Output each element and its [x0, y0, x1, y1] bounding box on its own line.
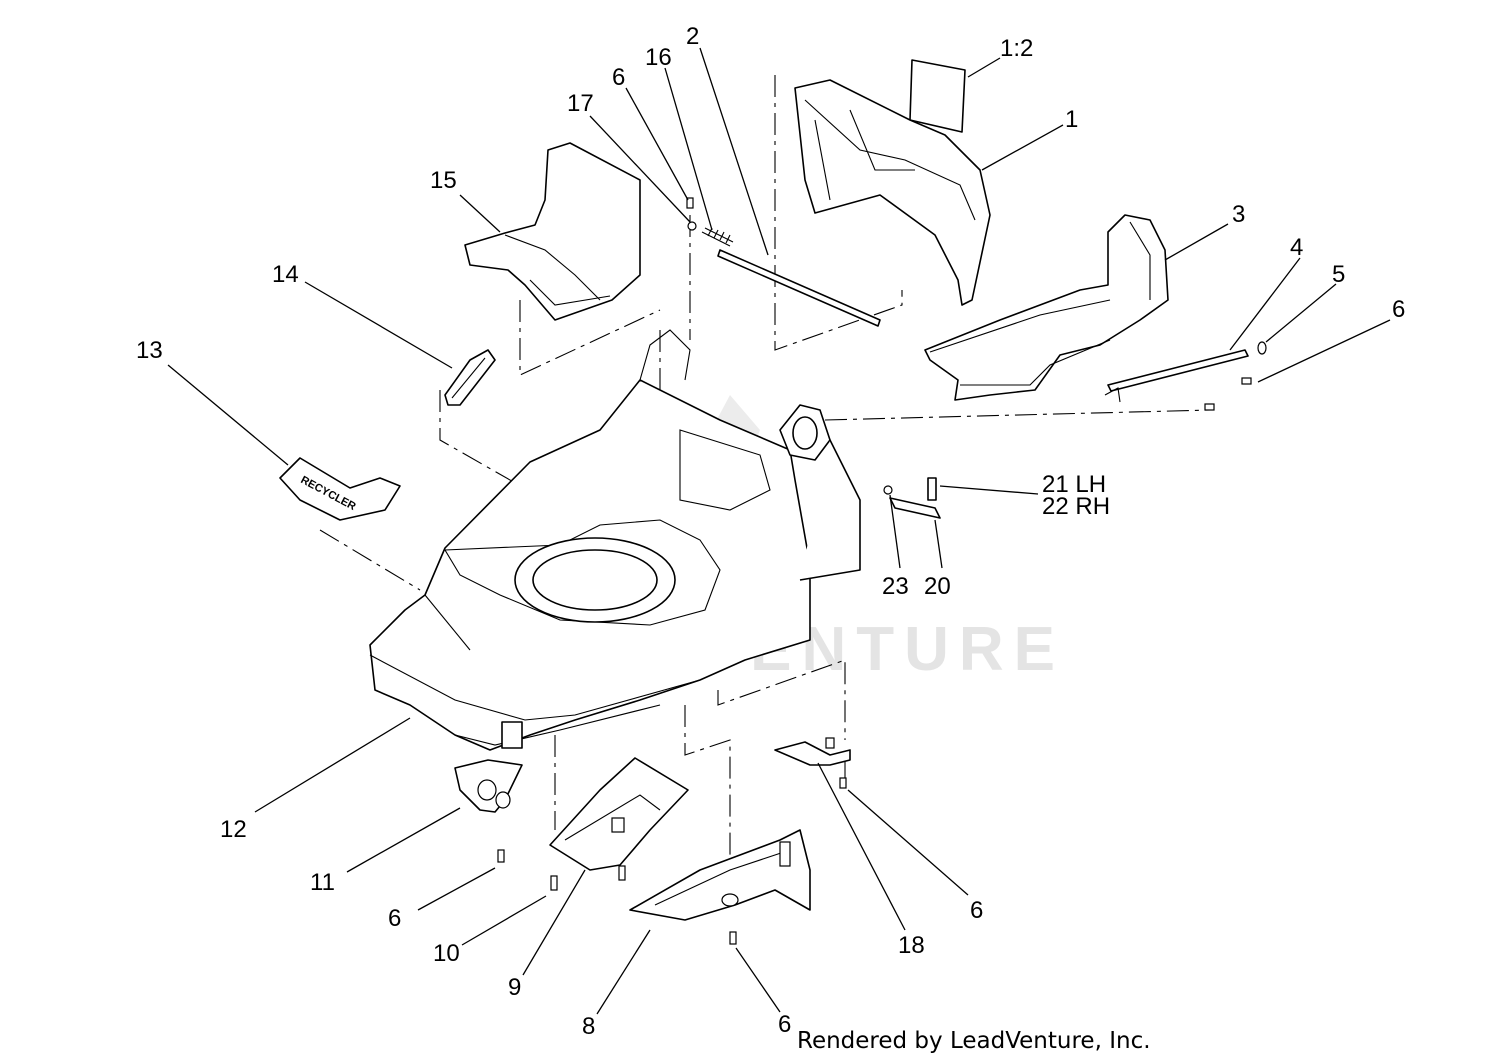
callout-bumper-strip: 14 — [272, 261, 299, 288]
callout-small-bracket: 18 — [898, 932, 925, 959]
part-rod[interactable] — [717, 249, 881, 327]
callout-washer: 5 — [1332, 261, 1345, 288]
callout-hinge-rod: 4 — [1290, 234, 1303, 261]
part-hinge-rod[interactable] — [1104, 349, 1249, 403]
part-front-bracket[interactable] — [454, 759, 523, 813]
part-label-sticker[interactable] — [909, 59, 966, 133]
part-rear-door[interactable] — [924, 214, 1169, 401]
callout-rear-flap-frame: 1 — [1065, 106, 1078, 133]
callouts: 1:2 1 2 16 6 17 15 14 13 3 4 5 6 21 LH 2… — [136, 23, 1405, 1040]
callout-side-deflector: 9 — [508, 974, 521, 1001]
part-hinge-screw[interactable] — [1204, 377, 1252, 411]
callout-adjuster-rh: 22 RH — [1042, 493, 1110, 520]
part-screw-10[interactable] — [550, 865, 626, 891]
callout-screw-8: 6 — [778, 1011, 791, 1038]
part-screw-11[interactable] — [497, 849, 505, 863]
part-washer[interactable] — [1257, 341, 1267, 355]
callout-spring: 16 — [645, 44, 672, 71]
callout-adjuster-washer: 23 — [882, 573, 909, 600]
callout-mower-deck: 12 — [220, 816, 247, 843]
callout-front-bracket: 11 — [310, 869, 335, 896]
part-mower-deck[interactable] — [369, 329, 861, 751]
callout-decal: 13 — [136, 337, 163, 364]
part-screw-top[interactable] — [686, 197, 694, 209]
part-mulch-plug[interactable] — [464, 142, 641, 321]
callout-rear-baffle: 8 — [582, 1013, 595, 1040]
leader-lines — [167, 47, 1391, 1015]
part-small-bracket[interactable] — [774, 737, 851, 766]
callout-rear-door: 3 — [1232, 201, 1245, 228]
part-rear-flap-frame[interactable] — [794, 79, 991, 306]
credit-text: Rendered by LeadVenture, Inc. — [797, 1028, 1151, 1054]
callout-screw-top: 6 — [612, 64, 625, 91]
callout-hinge-screw: 6 — [1392, 296, 1405, 323]
part-screw-18[interactable] — [839, 777, 847, 789]
part-bumper-strip[interactable] — [444, 349, 496, 406]
callout-small-clip: 17 — [567, 90, 594, 117]
callout-screw-18: 6 — [970, 897, 983, 924]
callout-label-sticker: 1:2 — [1000, 35, 1033, 62]
callout-adjuster-bolt: 20 — [924, 573, 951, 600]
part-small-clip[interactable] — [687, 221, 697, 231]
part-side-deflector[interactable] — [549, 757, 689, 871]
callout-mulch-plug: 15 — [430, 167, 457, 194]
part-decal[interactable]: RECYCLER — [279, 457, 401, 521]
part-height-adjuster[interactable] — [883, 477, 941, 519]
callout-screw-10: 10 — [433, 940, 460, 967]
part-rear-baffle[interactable] — [629, 829, 811, 921]
part-spring[interactable] — [701, 227, 734, 247]
callout-screw-11: 6 — [388, 905, 401, 932]
callout-adjuster-lh: 21 LH — [1042, 471, 1106, 498]
part-screw-8[interactable] — [729, 931, 737, 945]
callout-rod: 2 — [686, 23, 699, 50]
